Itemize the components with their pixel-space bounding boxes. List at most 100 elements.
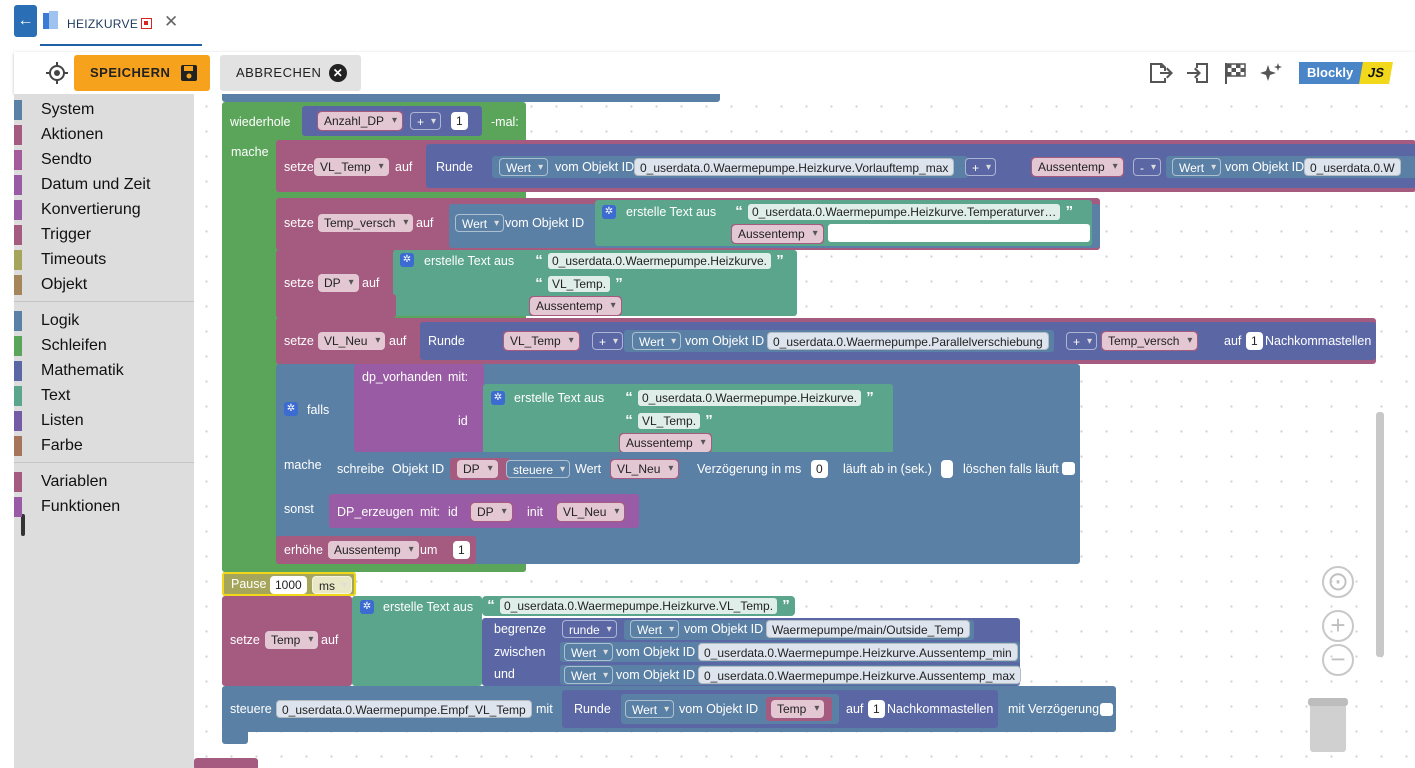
cancel-button[interactable]: ABBRECHEN✕ — [220, 55, 361, 91]
category-datum-und-zeit[interactable]: Datum und Zeit — [14, 173, 194, 197]
number-field[interactable]: 1 — [451, 112, 468, 130]
gear-icon[interactable]: ✲ — [400, 253, 414, 267]
checkbox[interactable] — [1062, 462, 1075, 475]
variable-dropdown[interactable]: Aussentemp — [1031, 157, 1124, 177]
variable-dropdown[interactable]: DP — [317, 273, 360, 293]
close-icon[interactable]: ✕ — [164, 12, 179, 31]
category-aktionen[interactable]: Aktionen — [14, 123, 194, 147]
text-literal[interactable]: “0_userdata.0.Waermepumpe.Heizkurve.” — [530, 251, 789, 271]
value-dropdown[interactable]: Wert — [564, 666, 614, 685]
category-text[interactable]: Text — [14, 384, 194, 408]
variable-dropdown[interactable]: DP — [456, 459, 499, 479]
gear-icon[interactable]: ✲ — [491, 391, 505, 405]
partial-block[interactable] — [194, 758, 258, 768]
category-logik[interactable]: Logik — [14, 309, 194, 333]
control-block-bottom[interactable] — [222, 728, 248, 744]
text-value[interactable]: 0_userdata.0.Waermepumpe.Heizkurve.Tempe… — [748, 204, 1061, 220]
variable-dropdown[interactable]: Aussentemp — [529, 296, 622, 316]
text-literal[interactable]: “0_userdata.0.Waermepumpe.Heizkurve.VL_T… — [482, 596, 796, 616]
operator-dropdown[interactable]: + — [965, 158, 997, 177]
scrollbar-vertical[interactable] — [1376, 412, 1384, 657]
text-value[interactable]: 0_userdata.0.Waermepumpe.Heizkurve. — [638, 390, 861, 406]
trash-icon[interactable] — [1310, 698, 1346, 752]
text-value[interactable]: 0_userdata.0.Waermepumpe.Heizkurve. — [548, 253, 771, 269]
set-dp-block-bottom[interactable] — [276, 294, 396, 318]
text-literal[interactable]: “0_userdata.0.Waermepumpe.Heizkurve.” — [620, 388, 879, 408]
locate-icon[interactable] — [46, 62, 68, 84]
input-field[interactable]: 0_userdata.0.Waermepumpe.Heizkurve.Vorla… — [634, 158, 955, 176]
number-field[interactable]: 1 — [453, 541, 470, 559]
category-konvertierung[interactable]: Konvertierung — [14, 198, 194, 222]
expire-field[interactable] — [941, 460, 953, 478]
number-field[interactable]: 1 — [1246, 332, 1263, 350]
prev-block[interactable] — [222, 94, 720, 102]
unit-dropdown[interactable]: ms — [312, 576, 352, 595]
operator-dropdown[interactable]: - — [1133, 158, 1161, 177]
gear-icon[interactable]: ✲ — [284, 402, 298, 416]
variable-dropdown[interactable]: VL_Temp — [503, 331, 580, 351]
sparkles-icon[interactable] — [1258, 61, 1284, 85]
number-field[interactable]: 1000 — [270, 576, 307, 594]
variable-dropdown[interactable]: Temp_versch — [317, 213, 415, 233]
value-dropdown[interactable]: Wert — [630, 620, 680, 639]
variable-dropdown[interactable]: Anzahl_DP — [317, 111, 404, 131]
blockly-workspace[interactable]: wiederholeAnzahl_DP+1-mal:machesetzeVL_T… — [194, 94, 1415, 768]
resize-handle[interactable] — [21, 514, 25, 536]
category-listen[interactable]: Listen — [14, 409, 194, 433]
text-literal[interactable]: “0_userdata.0.Waermepumpe.Heizkurve.Temp… — [730, 202, 1079, 222]
category-variablen[interactable]: Variablen — [14, 470, 194, 494]
variable-dropdown[interactable]: Aussentemp — [619, 433, 712, 453]
category-schleifen[interactable]: Schleifen — [14, 334, 194, 358]
value-dropdown[interactable]: Wert — [632, 332, 682, 351]
input-field[interactable]: 0_userdata.0.Waermepumpe.Parallelverschi… — [767, 332, 1049, 350]
category-timeouts[interactable]: Timeouts — [14, 248, 194, 272]
input-field[interactable]: Waermepumpe/main/Outside_Temp — [766, 620, 970, 638]
variable-dropdown[interactable]: Temp — [264, 630, 320, 650]
category-funktionen[interactable]: Funktionen — [14, 495, 194, 519]
zoom-in-icon[interactable]: + — [1322, 610, 1354, 642]
value-dropdown[interactable]: Wert — [625, 700, 675, 719]
category-objekt[interactable]: Objekt — [14, 273, 194, 297]
variable-dropdown[interactable]: VL_Neu — [610, 459, 680, 479]
text-value[interactable]: VL_Temp. — [548, 276, 611, 292]
back-button[interactable]: ← — [14, 5, 37, 37]
value-dropdown[interactable]: Wert — [1172, 158, 1222, 177]
variable-dropdown[interactable]: VL_Temp — [313, 157, 390, 177]
gear-icon[interactable]: ✲ — [360, 600, 374, 614]
number-field[interactable]: 0 — [811, 460, 828, 478]
value-dropdown[interactable]: Wert — [564, 643, 614, 662]
text-value[interactable]: VL_Temp. — [638, 413, 701, 429]
category-sendto[interactable]: Sendto — [14, 148, 194, 172]
input-field[interactable]: 0_userdata.0.Waermepumpe.Heizkurve.Ausse… — [698, 666, 1022, 684]
text-literal[interactable]: “VL_Temp.” — [620, 411, 719, 431]
input-field[interactable]: 0_userdata.0.Waermepumpe.Empf_VL_Temp — [276, 700, 532, 718]
variable-dropdown[interactable]: DP — [470, 502, 513, 522]
variable-dropdown[interactable]: Temp_versch — [1101, 331, 1199, 351]
value-dropdown[interactable]: Wert — [455, 214, 505, 233]
variable-dropdown[interactable]: VL_Neu — [317, 331, 387, 351]
function-call-block[interactable] — [354, 364, 484, 452]
text-literal[interactable]: “VL_Temp.” — [530, 274, 629, 294]
number-field[interactable]: 1 — [868, 700, 885, 718]
locate-icon[interactable]: ⊙ — [1322, 566, 1354, 598]
variable-dropdown[interactable]: Aussentemp — [327, 540, 420, 560]
input-field[interactable]: 0_userdata.0.Waermepumpe.Heizkurve.Ausse… — [698, 643, 1018, 661]
variable-dropdown[interactable]: Aussentemp — [731, 224, 824, 244]
gear-icon[interactable]: ✲ — [602, 205, 616, 219]
category-mathematik[interactable]: Mathematik — [14, 359, 194, 383]
import-icon[interactable] — [1186, 61, 1212, 85]
round-mode-dropdown[interactable]: runde — [562, 620, 617, 639]
zoom-out-icon[interactable]: − — [1322, 644, 1354, 676]
repeat-block-bottom[interactable] — [222, 564, 526, 572]
blockly-js-toggle[interactable]: Blockly JS — [1299, 62, 1393, 84]
category-farbe[interactable]: Farbe — [14, 434, 194, 458]
value-dropdown[interactable]: Wert — [499, 158, 549, 177]
variable-dropdown[interactable]: VL_Neu — [556, 502, 626, 522]
category-system[interactable]: System — [14, 98, 194, 122]
tab-heizkurve[interactable]: HEIZKURVE ✕ — [40, 6, 202, 46]
operator-dropdown[interactable]: + — [592, 332, 624, 351]
variable-dropdown[interactable]: Temp — [770, 699, 826, 719]
mode-dropdown[interactable]: steuere — [506, 460, 571, 479]
save-button[interactable]: SPEICHERN — [74, 55, 210, 91]
text-value[interactable]: 0_userdata.0.Waermepumpe.Heizkurve.VL_Te… — [500, 598, 778, 614]
